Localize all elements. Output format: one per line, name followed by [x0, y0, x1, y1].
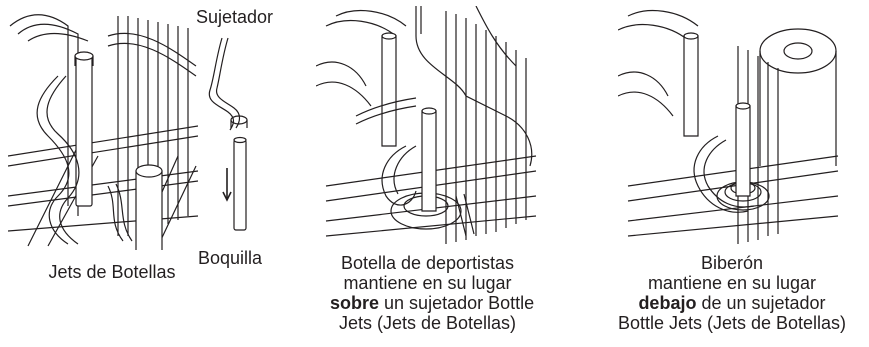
- caption-sports-line3-rest: un sujetador Bottle: [379, 293, 535, 313]
- caption-baby-line1: Biberón: [700, 253, 764, 273]
- caption-sports-line1: Botella de deportistas: [340, 253, 515, 273]
- caption-sports-bottle: Botella de deportistas mantiene en su lu…: [330, 253, 534, 333]
- caption-baby-line3: debajo de un sujetador: [602, 293, 862, 313]
- clip-label: Sujetador: [196, 7, 274, 27]
- bottle-jets-illustration: [8, 6, 198, 250]
- nozzle-label: Boquilla: [198, 248, 263, 268]
- caption-baby-bold: debajo: [638, 293, 697, 313]
- caption-baby-line2: mantiene en su lugar: [647, 273, 817, 293]
- caption-sports-line2: mantiene en su lugar: [343, 273, 512, 293]
- baby-bottle-illustration: [618, 6, 842, 246]
- caption-baby-line3-rest: de un sujetador: [696, 293, 826, 313]
- caption-sports-bold: sobre: [330, 293, 380, 313]
- caption-baby-line4: Bottle Jets (Jets de Botellas): [617, 313, 847, 333]
- caption-bottle-jets: Jets de Botellas: [48, 262, 176, 282]
- clip-nozzle-illustration: [200, 28, 270, 238]
- caption-sports-line4: Jets (Jets de Botellas): [338, 313, 517, 333]
- caption-baby-bottle: Biberón mantiene en su lugar debajo de u…: [602, 253, 862, 333]
- sports-bottle-illustration: [316, 6, 540, 246]
- caption-sports-line3: sobre un sujetador Bottle: [330, 293, 534, 313]
